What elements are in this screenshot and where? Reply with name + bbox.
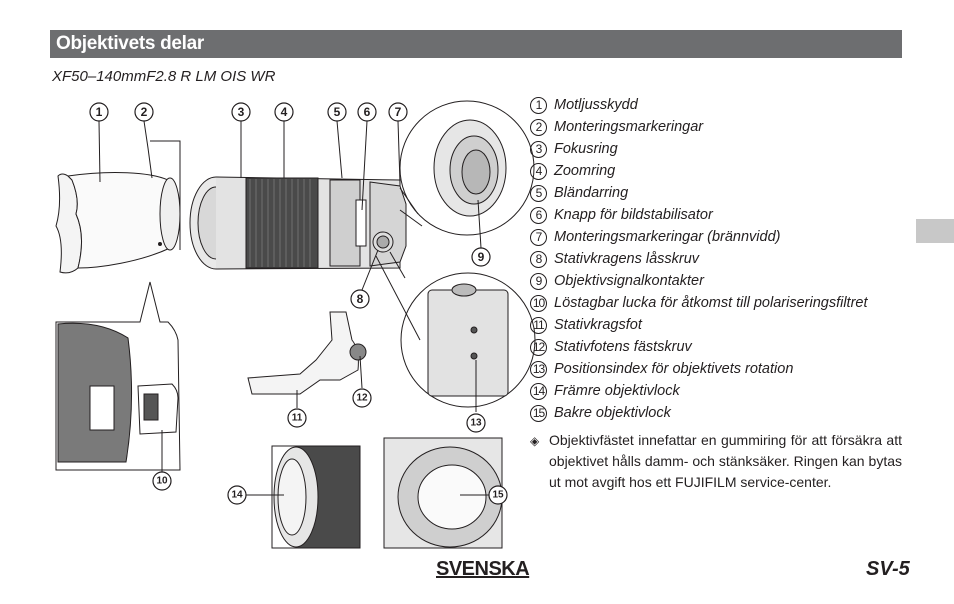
callout-5-num: 5 bbox=[334, 105, 341, 119]
part-label: Bakre objektivlock bbox=[554, 405, 671, 421]
part-label: Motljusskydd bbox=[554, 97, 638, 113]
part-item: 11 Stativkragsfot bbox=[530, 314, 868, 336]
note-text: Objektivfästet innefattar en gummiring f… bbox=[549, 432, 902, 490]
callout-1 bbox=[89, 102, 109, 122]
callout-6-num: 6 bbox=[364, 105, 371, 119]
callout-4 bbox=[274, 102, 294, 122]
part-number: 7 bbox=[530, 228, 547, 246]
callout-11 bbox=[287, 408, 307, 428]
part-item: 2 Monteringsmarkeringar bbox=[530, 116, 868, 138]
part-number: 5 bbox=[530, 184, 547, 202]
part-label: Knapp för bildstabilisator bbox=[554, 207, 713, 223]
callout-9 bbox=[471, 247, 491, 267]
part-item: 6 Knapp för bildstabilisator bbox=[530, 204, 868, 226]
part-number: 2 bbox=[530, 118, 547, 136]
callout-2-num: 2 bbox=[141, 105, 148, 119]
part-item: 4 Zoomring bbox=[530, 160, 868, 182]
part-item: 14 Främre objektivlock bbox=[530, 380, 868, 402]
part-number: 13 bbox=[530, 360, 547, 378]
callout-10 bbox=[152, 471, 172, 491]
lens-hood-drawing bbox=[55, 172, 181, 274]
part-label: Bländarring bbox=[554, 185, 629, 201]
callout-9-num: 9 bbox=[478, 250, 485, 264]
part-number: 9 bbox=[530, 272, 547, 290]
part-number: 15 bbox=[530, 404, 547, 422]
part-item: 10 Löstagbar lucka för åtkomst till polar… bbox=[530, 292, 868, 314]
section-title: Objektivets delar bbox=[56, 33, 205, 54]
part-label: Stativfotens fästskruv bbox=[554, 339, 692, 355]
callout-8-num: 8 bbox=[357, 292, 364, 306]
part-item: 7 Monteringsmarkeringar (brännvidd) bbox=[530, 226, 868, 248]
rear-cap-drawing bbox=[383, 437, 503, 549]
lens-model: XF50–140mmF2.8 R LM OIS WR bbox=[52, 68, 276, 85]
part-number: 14 bbox=[530, 382, 547, 400]
part-label: Objektivsignalkontakter bbox=[554, 273, 704, 289]
callout-12 bbox=[352, 388, 372, 408]
part-item: 8 Stativkragens låsskruv bbox=[530, 248, 868, 270]
note-block: ◈ Objektivfästet innefattar en gummiring… bbox=[530, 430, 902, 493]
part-label: Stativkragsfot bbox=[554, 317, 642, 333]
callout-labels bbox=[89, 102, 508, 505]
part-label: Monteringsmarkeringar (brännvidd) bbox=[554, 229, 781, 245]
part-item: 1 Motljusskydd bbox=[530, 94, 868, 116]
callout-13-num: 13 bbox=[470, 418, 482, 429]
tripod-foot-drawing bbox=[247, 311, 367, 395]
callout-3 bbox=[231, 102, 251, 122]
callout-7 bbox=[388, 102, 408, 122]
footer-page-number: SV-5 bbox=[866, 558, 910, 580]
callout-15 bbox=[488, 485, 508, 505]
part-number: 11 bbox=[530, 316, 547, 334]
part-label: Fokusring bbox=[554, 141, 618, 157]
part-number: 8 bbox=[530, 250, 547, 268]
callout-13 bbox=[466, 413, 486, 433]
callout-8 bbox=[350, 289, 370, 309]
footer-language: SVENSKA bbox=[436, 558, 530, 580]
part-item: 9 Objektivsignalkontakter bbox=[530, 270, 868, 292]
part-label: Zoomring bbox=[554, 163, 616, 179]
section-header: Objektivets delar bbox=[50, 30, 902, 58]
part-number: 3 bbox=[530, 140, 547, 158]
part-label: Främre objektivlock bbox=[554, 383, 680, 399]
callout-4-num: 4 bbox=[281, 105, 288, 119]
callout-6 bbox=[357, 102, 377, 122]
lens-barrel-drawing bbox=[189, 176, 407, 270]
callout-14-num: 14 bbox=[231, 490, 243, 501]
part-item: 12 Stativfotens fästskruv bbox=[530, 336, 868, 358]
callout-1-num: 1 bbox=[96, 105, 103, 119]
callout-2 bbox=[134, 102, 154, 122]
callout-15-num: 15 bbox=[492, 490, 504, 501]
part-item: 15 Bakre objektivlock bbox=[530, 402, 868, 424]
note-bullet-icon: ◈ bbox=[530, 434, 540, 448]
part-label: Löstagbar lucka för åtkomst till polaris… bbox=[554, 295, 868, 311]
chapter-tab bbox=[916, 219, 954, 243]
callout-10-num: 10 bbox=[156, 476, 168, 487]
parts-list: 1 Motljusskydd 2 Monteringsmarkeringar 3 Fo… bbox=[530, 94, 868, 424]
part-item: 5 Bländarring bbox=[530, 182, 868, 204]
part-number: 6 bbox=[530, 206, 547, 224]
part-number: 10 bbox=[530, 294, 547, 312]
part-item: 13 Positionsindex för objektivets rotatio… bbox=[530, 358, 868, 380]
callout-12-num: 12 bbox=[356, 393, 368, 404]
tripod-collar-detail bbox=[375, 251, 536, 408]
part-number: 4 bbox=[530, 162, 547, 180]
part-label: Stativkragens låsskruv bbox=[554, 251, 700, 267]
callout-5 bbox=[327, 102, 347, 122]
leader-lines bbox=[98, 120, 489, 496]
callout-14 bbox=[227, 485, 247, 505]
part-item: 3 Fokusring bbox=[530, 138, 868, 160]
part-label: Positionsindex för objektivets rotation bbox=[554, 361, 794, 377]
rear-mount-detail bbox=[399, 100, 535, 236]
callout-11-num: 11 bbox=[292, 413, 303, 424]
filter-hatch-detail bbox=[55, 281, 181, 471]
callout-7-num: 7 bbox=[395, 105, 402, 119]
part-number: 12 bbox=[530, 338, 547, 356]
callout-3-num: 3 bbox=[238, 105, 245, 119]
part-label: Monteringsmarkeringar bbox=[554, 119, 704, 135]
front-cap-drawing bbox=[271, 445, 361, 549]
part-number: 1 bbox=[530, 96, 547, 114]
